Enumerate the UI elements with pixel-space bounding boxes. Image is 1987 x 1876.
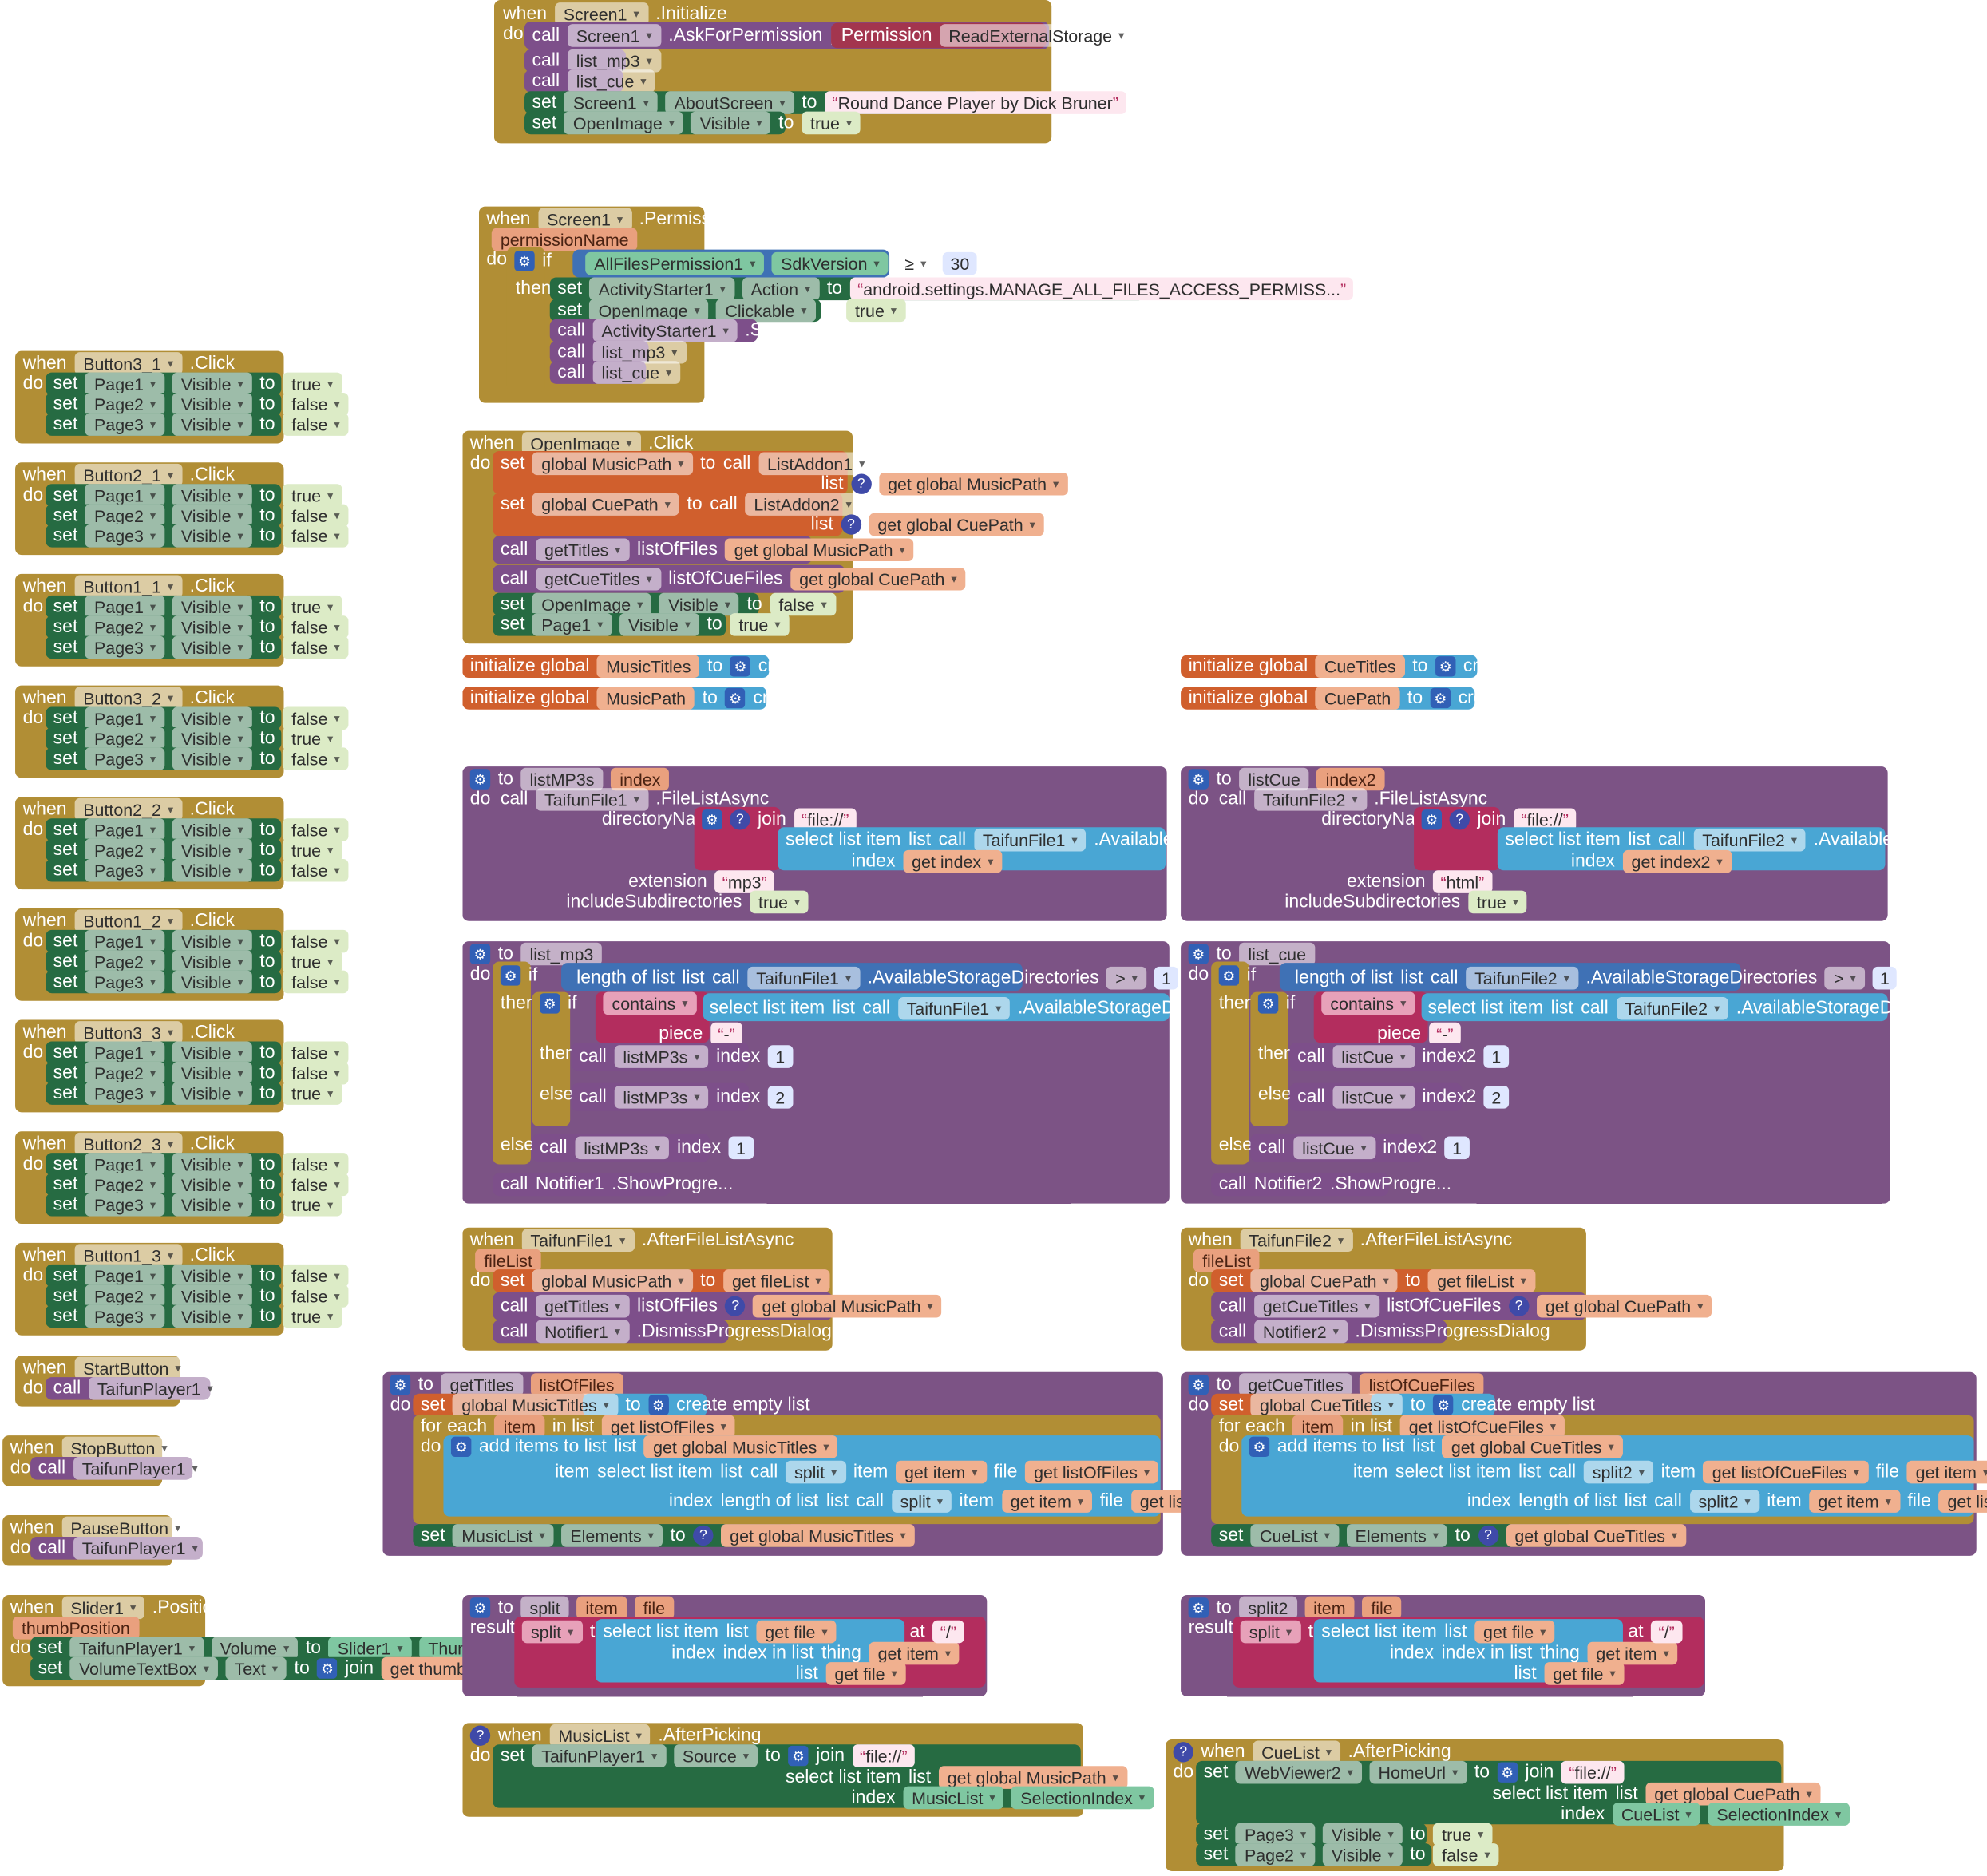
if-block[interactable] bbox=[506, 247, 545, 393]
button-name: Button3_1 bbox=[83, 354, 161, 374]
button-name: Button2_2 bbox=[83, 800, 161, 819]
button-name: Button2_1 bbox=[83, 465, 161, 485]
button-name: Button1_3 bbox=[83, 1245, 161, 1265]
button-name: Button3_2 bbox=[83, 688, 161, 708]
button-name: Button3_3 bbox=[83, 1023, 161, 1043]
button-name: Button2_3 bbox=[83, 1134, 161, 1154]
button-name: Button1_1 bbox=[83, 576, 161, 596]
button-name: Button1_2 bbox=[83, 911, 161, 931]
